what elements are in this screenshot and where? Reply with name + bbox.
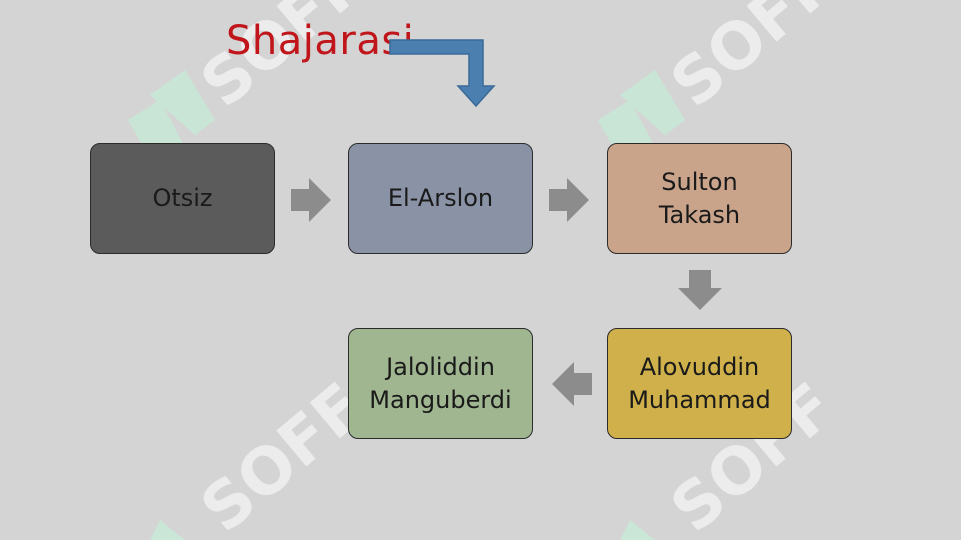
node-jaloliddin-manguberdi: Jaloliddin Manguberdi: [348, 328, 533, 439]
node-label: Jaloliddin Manguberdi: [369, 352, 512, 414]
node-sulton-takash: Sulton Takash: [607, 143, 792, 254]
arrow-right-icon: [549, 178, 589, 222]
node-otsiz: Otsiz: [90, 143, 275, 254]
arrow-down-icon: [678, 270, 722, 310]
node-label: Otsiz: [152, 184, 213, 212]
node-el-arslon: El-Arslon: [348, 143, 533, 254]
node-label: Sulton Takash: [658, 167, 741, 229]
node-label: Alovuddin Muhammad: [628, 352, 771, 414]
node-alovuddin-muhammad: Alovuddin Muhammad: [607, 328, 792, 439]
watermark-logo-icon: [128, 70, 685, 540]
arrow-right-icon: [291, 178, 331, 222]
page-title: Shajarasi: [226, 18, 415, 64]
pointer-arrow-icon: [389, 39, 496, 108]
arrow-left-icon: [552, 362, 592, 406]
watermark-text: SOFF: [658, 0, 850, 122]
node-label: El-Arslon: [387, 184, 494, 212]
